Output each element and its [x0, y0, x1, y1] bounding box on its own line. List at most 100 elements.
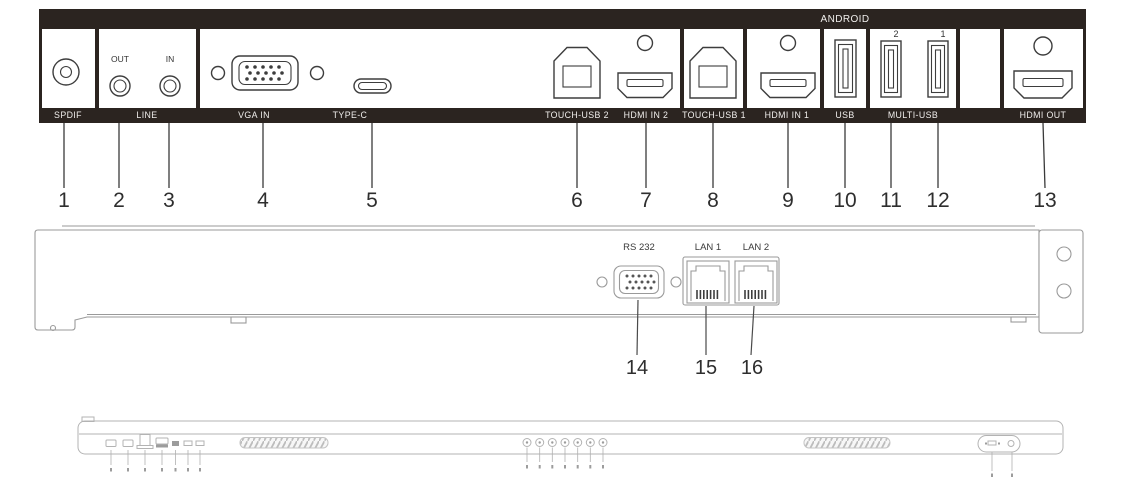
callout-number: 9 [782, 189, 794, 212]
line-label: LINE [136, 110, 157, 120]
screw-hole [779, 34, 797, 52]
bottom-edge-panel [77, 416, 1064, 477]
vga-in-port [210, 55, 325, 91]
front-button-icon [522, 438, 532, 447]
speaker-grille [803, 437, 891, 449]
lan-2-label: LAN 2 [743, 242, 769, 253]
screw-hole [636, 34, 654, 52]
rs232-pins [625, 274, 656, 290]
screw-hole [210, 65, 226, 81]
bottom-tab [1010, 316, 1027, 323]
section-blank [960, 29, 1000, 108]
front-buttons [522, 438, 608, 469]
callout-line [1042, 122, 1046, 189]
side-port-tiny-marks [110, 468, 201, 472]
callout-line [636, 299, 639, 356]
hdmi-in-1-port [760, 34, 816, 99]
side-port-icon [195, 440, 205, 446]
top-notch [81, 416, 95, 422]
spdif-label: SPDIF [54, 110, 82, 120]
front-button-icon [560, 438, 570, 447]
front-button-leader-lines [526, 447, 604, 462]
front-button-icon [598, 438, 608, 447]
callout-number: 16 [741, 357, 763, 379]
rs232-label: RS 232 [623, 242, 655, 253]
multi-usb-port-2: 2 [880, 29, 902, 98]
multi-usb-port-1: 1 [927, 29, 949, 98]
callout-number: 14 [626, 357, 648, 379]
callout-number: 7 [640, 189, 652, 212]
control-panel: RS 232 LAN 1 LAN 2 [34, 225, 1084, 334]
touch-usb-2-label: TOUCH-USB 2 [545, 110, 609, 120]
callout-number: 4 [257, 189, 269, 212]
power-inlet-group [977, 435, 1021, 477]
line-out-jack: OUT [109, 54, 131, 97]
type-c-label: TYPE-C [333, 110, 368, 120]
hdmi-in-2-port [617, 34, 673, 99]
callout-number: 1 [58, 189, 70, 212]
power-inlet-outline [977, 435, 1021, 453]
callout-number: 10 [833, 189, 856, 212]
line-out-label: OUT [111, 54, 129, 64]
touch-usb-1-label: TOUCH-USB 1 [682, 110, 746, 120]
lan-1-port [686, 260, 730, 304]
bracket-screw-hole [1056, 246, 1072, 262]
callout-number: 12 [926, 189, 949, 212]
vga-pins [245, 65, 284, 81]
vga-in-label: VGA IN [238, 110, 270, 120]
callout-number: 2 [113, 189, 125, 212]
side-port-icon [136, 434, 154, 449]
bottom-bar [77, 420, 1064, 455]
side-port-icon [122, 439, 134, 447]
section-hdmi-in-1 [747, 29, 820, 108]
usb-port [834, 39, 857, 98]
screw-hole [670, 276, 682, 288]
hdmi-out-port [1013, 36, 1073, 99]
android-label: ANDROID [821, 14, 870, 25]
screw-hole [309, 65, 325, 81]
control-panel-body [34, 229, 1040, 331]
control-panel-callouts: 14 15 16 [626, 299, 763, 379]
side-port-icon [183, 440, 193, 446]
lan-2-port [734, 260, 778, 304]
mounting-bracket [1038, 229, 1084, 334]
rear-panel-callouts: 1 2 3 4 5 6 7 8 9 10 11 12 13 [58, 122, 1057, 212]
multi-usb-label: MULTI-USB [888, 110, 938, 120]
line-in-jack: IN [159, 54, 181, 97]
side-port-icon [172, 441, 179, 446]
front-button-icon [547, 438, 557, 447]
side-port-leader-lines [110, 450, 201, 465]
front-button-icon [535, 438, 545, 447]
rs232-port: RS 232 [596, 242, 682, 299]
callout-line [750, 305, 755, 356]
front-button-icon [573, 438, 583, 447]
front-button-tiny-marks [526, 465, 604, 469]
spdif-port [52, 58, 80, 86]
screw-hole [596, 276, 608, 288]
speaker-grille [239, 437, 329, 449]
callout-number: 13 [1033, 189, 1056, 212]
lan-ports: LAN 1 LAN 2 [682, 242, 780, 306]
rear-io-panel: ANDROID OUT IN [39, 9, 1086, 123]
usb-label: USB [835, 110, 854, 120]
callout-number: 8 [707, 189, 719, 212]
foot-notch [49, 324, 57, 332]
callout-number: 15 [695, 357, 717, 379]
hdmi-in-2-label: HDMI IN 2 [624, 110, 669, 120]
callout-number: 5 [366, 189, 378, 212]
side-port-icon [105, 439, 117, 447]
bottom-tab [230, 316, 247, 324]
section-hdmi-out [1004, 29, 1083, 108]
multi-usb-1-label: 1 [940, 29, 945, 39]
hdmi-out-label: HDMI OUT [1020, 110, 1067, 120]
callout-number: 6 [571, 189, 583, 212]
callout-number: 11 [880, 189, 902, 212]
touch-usb-1-port [689, 46, 737, 99]
screw-hole [1033, 36, 1053, 56]
type-c-port [353, 78, 392, 94]
callout-number: 3 [163, 189, 175, 212]
front-button-icon [585, 438, 595, 447]
side-ports [105, 434, 205, 472]
section-video-inputs [200, 29, 680, 108]
